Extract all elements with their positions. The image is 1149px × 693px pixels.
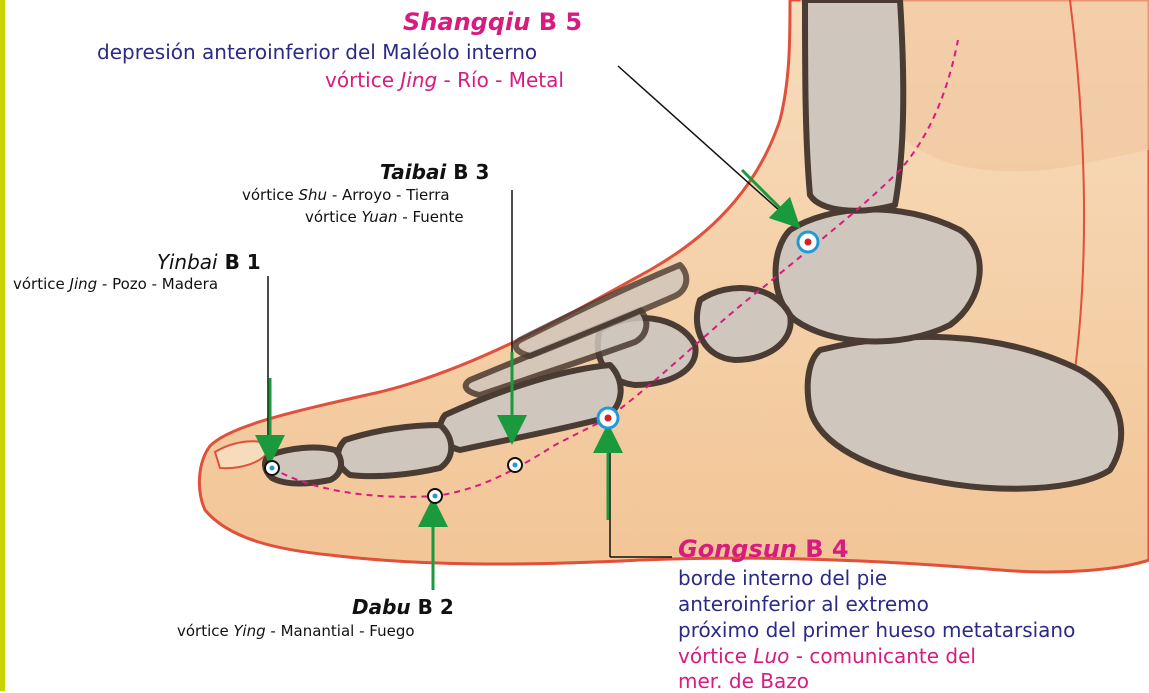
b4-vortex: vórtice Luo - comunicante del [678,646,976,666]
b2-name: Dabu [352,595,411,619]
marker-b3 [508,458,522,472]
b3-line1-type: Shu [299,186,328,204]
marker-b2 [428,489,442,503]
marker-b4 [598,408,618,428]
b3-line2-pre: vórtice [305,208,362,226]
b5-vortex-type: Jing [400,68,437,92]
b3-code: B 3 [453,160,489,184]
left-border [0,0,5,691]
b5-vortex-pre: vórtice [325,68,400,92]
b1-code: B 1 [225,250,261,274]
b2-line-rest: - Manantial - Fuego [266,622,415,640]
b5-title: Shangqiu B 5 [403,10,582,34]
b2-code: B 2 [418,595,454,619]
b3-line2-type: Yuan [362,208,398,226]
b5-description: depresión anteroinferior del Maléolo int… [97,42,537,62]
b1-line-pre: vórtice [13,275,70,293]
b3-line2-rest: - Fuente [398,208,464,226]
b1-title: Yinbai B 1 [157,252,261,272]
b4-desc3: próximo del primer hueso metatarsiano [678,620,1075,640]
b3-name: Taibai [380,160,446,184]
b1-name: Yinbai [157,250,218,274]
b3-line2: vórtice Yuan - Fuente [305,210,464,225]
b2-title: Dabu B 2 [352,597,454,617]
marker-b1 [265,461,279,475]
b4-code: B 4 [805,535,848,563]
b4-desc2: anteroinferior al extremo [678,594,929,614]
b4-vortex-type: Luo [753,644,789,668]
b3-title: Taibai B 3 [380,162,489,182]
b3-line1-rest: - Arroyo - Tierra [327,186,450,204]
b3-line1: vórtice Shu - Arroyo - Tierra [242,188,450,203]
b1-line-rest: - Pozo - Madera [97,275,218,293]
b5-vortex-rest: - Río - Metal [437,68,564,92]
b5-vortex: vórtice Jing - Río - Metal [325,70,564,90]
b2-line-pre: vórtice [177,622,234,640]
b4-vortex-pre: vórtice [678,644,753,668]
b4-title: Gongsun B 4 [678,537,849,561]
b2-line-type: Ying [234,622,266,640]
b1-line-type: Jing [70,275,98,293]
b3-line1-pre: vórtice [242,186,299,204]
b4-vortex-line2: mer. de Bazo [678,671,809,691]
marker-b5 [798,232,818,252]
b4-desc1: borde interno del pie [678,568,887,588]
b5-name: Shangqiu [403,8,530,36]
b2-line: vórtice Ying - Manantial - Fuego [177,624,415,639]
b4-name: Gongsun [678,535,797,563]
b1-line: vórtice Jing - Pozo - Madera [13,277,218,292]
b5-code: B 5 [539,8,582,36]
b4-vortex-rest: - comunicante del [789,644,976,668]
